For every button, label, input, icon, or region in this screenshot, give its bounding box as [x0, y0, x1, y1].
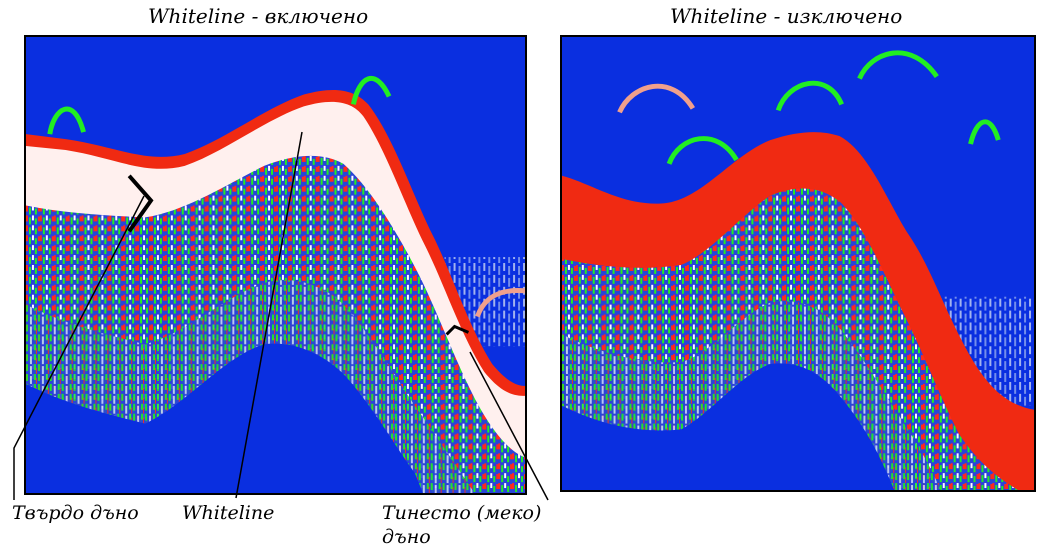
sonar-panel-whiteline-on [24, 35, 527, 495]
sonar-panel-whiteline-off [560, 35, 1036, 492]
fish-arch-icon [47, 106, 86, 135]
callout-soft-bottom-line2: дъно [382, 526, 431, 548]
fish-arch-icon [617, 83, 696, 114]
deep-water-right [562, 363, 895, 490]
callout-soft-bottom-line1: Тинесто (меко) [382, 502, 542, 524]
title-whiteline-off: Whiteline - изключено [670, 4, 903, 28]
fish-arch-icon [968, 119, 1001, 145]
fish-arch-icon [350, 75, 392, 105]
title-whiteline-on: Whiteline - включено [148, 4, 369, 28]
fish-arch-icon [857, 50, 939, 80]
soft-bottom-marker [445, 324, 470, 336]
fish-arch-icon [775, 80, 844, 112]
callout-whiteline: Whiteline [182, 502, 275, 524]
fish-arch-icon [666, 136, 739, 165]
callout-hard-bottom: Твърдо дъно [12, 502, 139, 524]
fish-arch-icon [475, 288, 525, 318]
